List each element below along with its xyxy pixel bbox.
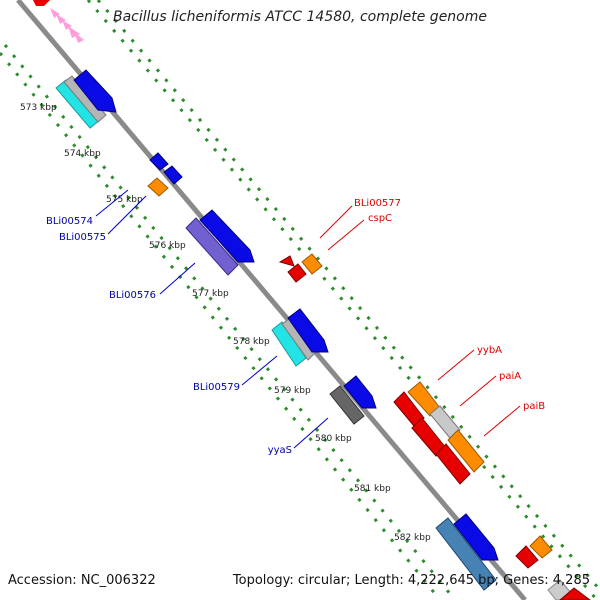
kbp-label: 579 kbp bbox=[274, 386, 311, 396]
kbp-label: 575 kbp bbox=[106, 195, 143, 205]
gene-blue-574b bbox=[163, 165, 183, 185]
callout-line bbox=[327, 219, 365, 251]
gene-blue-576 bbox=[199, 209, 255, 263]
callout-line bbox=[241, 355, 278, 386]
gene-blue-580 bbox=[343, 375, 377, 409]
track-dots-outer-right bbox=[96, 0, 600, 591]
kbp-label: 581 kbp bbox=[354, 484, 391, 494]
gene-red-577a bbox=[278, 255, 295, 267]
kbp-label: 576 kbp bbox=[149, 241, 186, 251]
callout-line bbox=[159, 262, 196, 295]
gene-gray-573 bbox=[63, 75, 107, 123]
gene-darkgray-580 bbox=[329, 385, 365, 425]
gene-blue-578 bbox=[287, 308, 329, 353]
gene-label-right: yybA bbox=[477, 345, 502, 356]
gene-label-left: BLi00579 bbox=[193, 382, 240, 393]
kbp-label: 573 kbp bbox=[20, 103, 57, 113]
callout-line bbox=[293, 417, 329, 449]
gene-blue-582 bbox=[453, 513, 499, 561]
gene-label-left: yyaS bbox=[268, 445, 292, 456]
gene-blue-573 bbox=[73, 69, 117, 113]
track-dots-inner-right bbox=[86, 0, 599, 600]
genome-summary: Topology: circular; Length: 4,222,645 bp… bbox=[232, 573, 590, 588]
gene-orange-cspC bbox=[301, 253, 323, 275]
gene-red-yybA bbox=[393, 391, 425, 427]
kbp-label: 578 kbp bbox=[233, 337, 270, 347]
gene-red-top bbox=[33, 0, 50, 6]
gene-orange-575 bbox=[147, 177, 169, 197]
accession-label: Accession: NC_006322 bbox=[8, 573, 156, 588]
gene-label-left: BLi00575 bbox=[59, 232, 106, 243]
gene-label-right: paiA bbox=[499, 371, 521, 382]
callout-line bbox=[437, 349, 475, 381]
gene-red-paiB bbox=[435, 443, 471, 485]
callout-line bbox=[319, 205, 353, 239]
gene-gray-paiA bbox=[429, 405, 461, 439]
kbp-label: 577 kbp bbox=[192, 289, 229, 299]
gene-orange-paiB bbox=[447, 429, 485, 473]
callout-line bbox=[107, 195, 147, 235]
track-dots-outer-left bbox=[3, 44, 457, 600]
callout-line bbox=[459, 375, 497, 407]
gene-red-582 bbox=[515, 545, 539, 569]
map-title: Bacillus licheniformis ATCC 14580, compl… bbox=[113, 9, 487, 25]
gene-steelblue-582 bbox=[435, 517, 497, 591]
gene-label-right: cspC bbox=[368, 213, 392, 224]
callout-line bbox=[483, 405, 521, 437]
track-dots-inner-left bbox=[0, 52, 442, 600]
gene-label-right: BLi00577 bbox=[354, 198, 401, 209]
kbp-label: 582 kbp bbox=[394, 533, 431, 543]
gene-purple-576 bbox=[185, 217, 239, 276]
kbp-label: 574 kbp bbox=[64, 149, 101, 159]
gene-red-582-right bbox=[559, 587, 591, 600]
gene-label-right: paiB bbox=[523, 401, 545, 412]
callout-line bbox=[95, 189, 129, 217]
gene-pink-arrows bbox=[50, 8, 84, 43]
kbp-label: 580 kbp bbox=[315, 434, 352, 444]
gene-orange-582 bbox=[529, 535, 553, 559]
gene-label-left: BLi00574 bbox=[46, 216, 93, 227]
gene-red-577b bbox=[287, 263, 307, 283]
gene-label-left: BLi00576 bbox=[109, 290, 156, 301]
gene-blue-574a bbox=[149, 152, 169, 171]
